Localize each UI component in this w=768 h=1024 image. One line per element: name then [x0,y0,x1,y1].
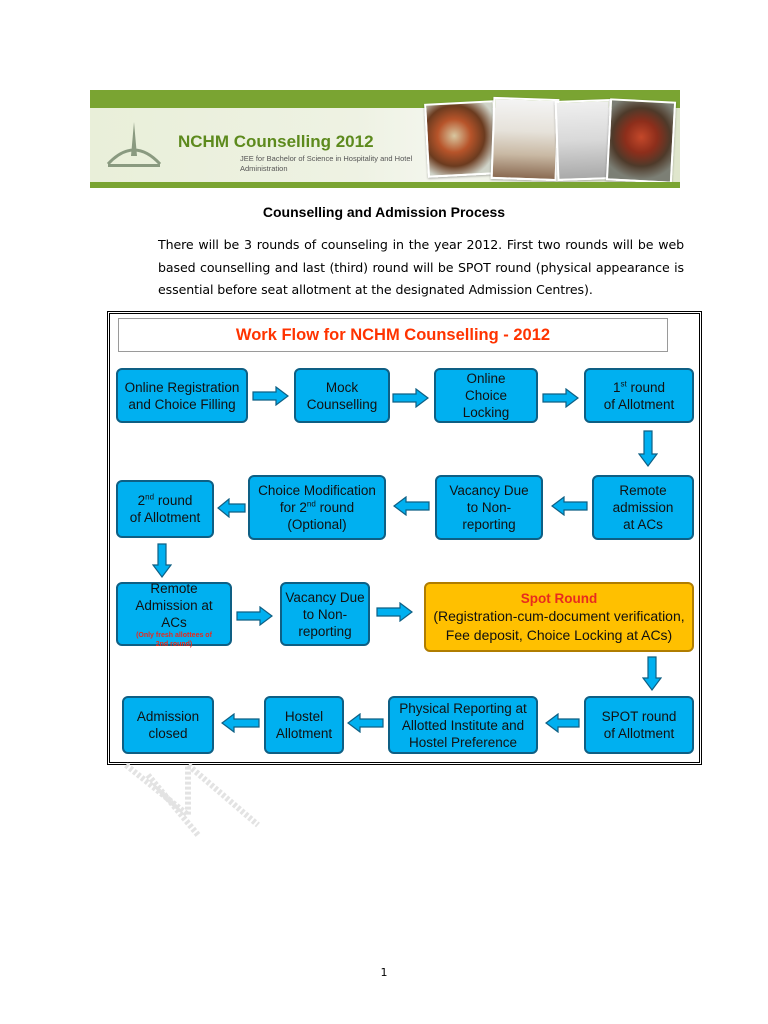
node-choice-modification: Choice Modification for 2nd round (Optio… [248,475,386,540]
arrow-right-icon [392,388,430,408]
node-second-round-line2: of Allotment [130,509,201,526]
arrow-left-icon [216,498,246,518]
arrow-left-icon [346,713,384,733]
round1-number: 1 [613,380,621,395]
node-hostel-allotment-label: Hostel Allotment [264,708,344,742]
document-heading: Counselling and Admission Process [0,204,768,220]
arrow-right-icon [236,606,274,626]
choice-mod-line2: for 2nd round [280,499,354,516]
choice-mod-for2: for 2 [280,500,307,515]
node-hostel-allotment: Hostel Allotment [264,696,344,754]
node-remote-admission-label: Remote admission at ACs [594,482,692,533]
banner-subtitle: JEE for Bachelor of Science in Hospitali… [240,154,420,174]
node-spot-round: Spot Round (Registration-cum-document ve… [424,582,694,652]
banner-photo-food [424,100,498,178]
node-online-choice-locking: Online Choice Locking [434,368,538,423]
workflow-title-box: Work Flow for NCHM Counselling - 2012 [118,318,668,352]
spot-round-title: Spot Round [521,590,597,607]
node-first-round-allotment: 1st round of Allotment [584,368,694,423]
round1-round: round [627,380,665,395]
arrow-down-icon [638,430,658,468]
workflow-title: Work Flow for NCHM Counselling - 2012 [236,326,550,345]
choice-mod-line1: Choice Modification [258,482,376,499]
node-online-registration: Online Registration and Choice Filling [116,368,248,423]
arrow-left-icon [550,496,588,516]
node-second-round-line1: 2nd round [138,492,193,509]
arrow-right-icon [542,388,580,408]
node-online-choice-locking-label: Online Choice Locking [436,370,536,421]
banner-title: NCHM Counselling 2012 [178,132,374,152]
intro-paragraph: There will be 3 rounds of counseling in … [158,234,684,302]
node-remote-admission-2-note: (Only fresh allottees of 2nd round) [118,631,230,649]
node-mock-counselling-label: Mock Counselling [293,379,392,413]
node-spot-round-allotment: SPOT round of Allotment [584,696,694,754]
banner-photo-staff [555,99,614,181]
node-first-round-line2: of Allotment [604,396,675,413]
node-physical-reporting-label: Physical Reporting at Allotted Institute… [390,700,536,751]
node-vacancy-1: Vacancy Due to Non-reporting [435,475,543,540]
spot-round-description: (Registration-cum-document verification,… [426,607,692,645]
node-remote-admission-2: Remote Admission at ACs (Only fresh allo… [116,582,232,646]
node-remote-admission-2-label: Remote Admission at ACs [118,580,230,631]
node-vacancy-1-label: Vacancy Due to Non-reporting [437,482,541,533]
node-online-registration-label: Online Registration and Choice Filling [118,379,246,413]
arrow-down-icon [152,543,172,579]
nchm-logo-icon [104,116,164,172]
arrow-left-icon [392,496,430,516]
banner-photo-chef [491,97,560,181]
round2-round: round [154,493,192,508]
node-remote-admission: Remote admission at ACs [592,475,694,540]
page-number: 1 [0,966,768,979]
banner-photo-dish [606,98,676,183]
node-second-round-allotment: 2nd round of Allotment [116,480,214,538]
round2-sup: nd [145,493,154,502]
header-banner: NCHM Counselling 2012 JEE for Bachelor o… [90,90,680,188]
watermark-icon [118,755,278,845]
node-admission-closed: Admission closed [122,696,214,754]
node-first-round-line1: 1st round [613,379,665,396]
choice-mod-sup: nd [307,500,316,509]
banner-bottom-stripe [90,182,680,188]
arrow-down-icon [642,656,662,692]
node-vacancy-2-label: Vacancy Due to Non-reporting [282,589,368,640]
arrow-right-icon [252,386,290,406]
arrow-left-icon [220,713,260,733]
arrow-left-icon [544,713,580,733]
node-physical-reporting: Physical Reporting at Allotted Institute… [388,696,538,754]
node-spot-allotment-label: SPOT round of Allotment [586,708,692,742]
node-mock-counselling: Mock Counselling [294,368,390,423]
arrow-right-icon [376,602,414,622]
choice-mod-round: round [316,500,354,515]
node-admission-closed-label: Admission closed [124,708,212,742]
node-vacancy-2: Vacancy Due to Non-reporting [280,582,370,646]
choice-mod-line3: (Optional) [287,516,346,533]
